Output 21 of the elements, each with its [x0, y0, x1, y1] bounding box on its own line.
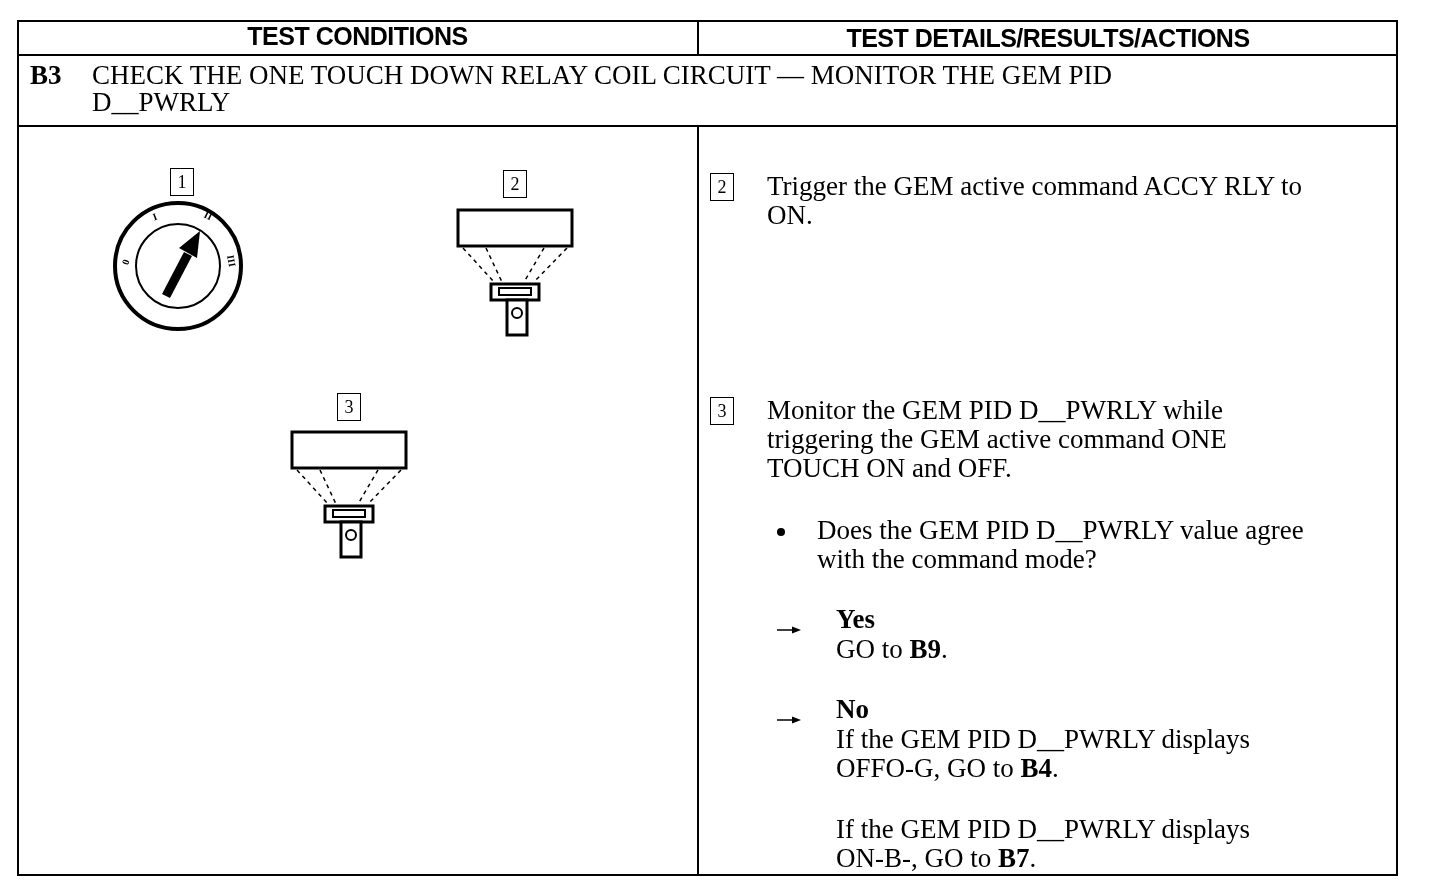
- callout-number: 2: [710, 173, 734, 201]
- instruction-text: If the GEM PID D__PWRLY displays OFFO-G, GO to B4.: [836, 725, 1252, 783]
- instruction-text: Trigger the GEM active command ACCY RLY to ON.: [767, 172, 1303, 230]
- step-number: B3: [30, 62, 63, 89]
- column-header: TEST DETAILS/RESULTS/ACTIONS: [845, 24, 1251, 53]
- callout-number: 2: [503, 170, 527, 198]
- step-title: CHECK THE ONE TOUCH DOWN RELAY COIL CIRCUIT — MONITOR THE GEM PID D__PWRLY: [92, 62, 1113, 116]
- dial-mark-label: 0: [119, 256, 133, 269]
- answer-label: No: [836, 695, 870, 724]
- dial-mark-label: I: [150, 210, 160, 224]
- answer-label: Yes: [836, 605, 876, 634]
- callout-number: 3: [710, 397, 734, 425]
- dial-mark-label: II: [201, 208, 216, 224]
- callout-number: 1: [170, 168, 194, 196]
- instruction-text: Does the GEM PID D__PWRLY value agree with the command mode?: [817, 516, 1305, 574]
- instruction-text: GO to B9.: [836, 635, 949, 664]
- instruction-text: Monitor the GEM PID D__PWRLY while triggering the GEM active command ONE TOUCH ON and OFF.: [767, 396, 1228, 483]
- dial-mark-label: III: [224, 253, 238, 270]
- instruction-text: If the GEM PID D__PWRLY displays ON-B-, GO to B7.: [836, 815, 1252, 873]
- column-header: TEST CONDITIONS: [246, 22, 469, 51]
- callout-number: 3: [337, 393, 361, 421]
